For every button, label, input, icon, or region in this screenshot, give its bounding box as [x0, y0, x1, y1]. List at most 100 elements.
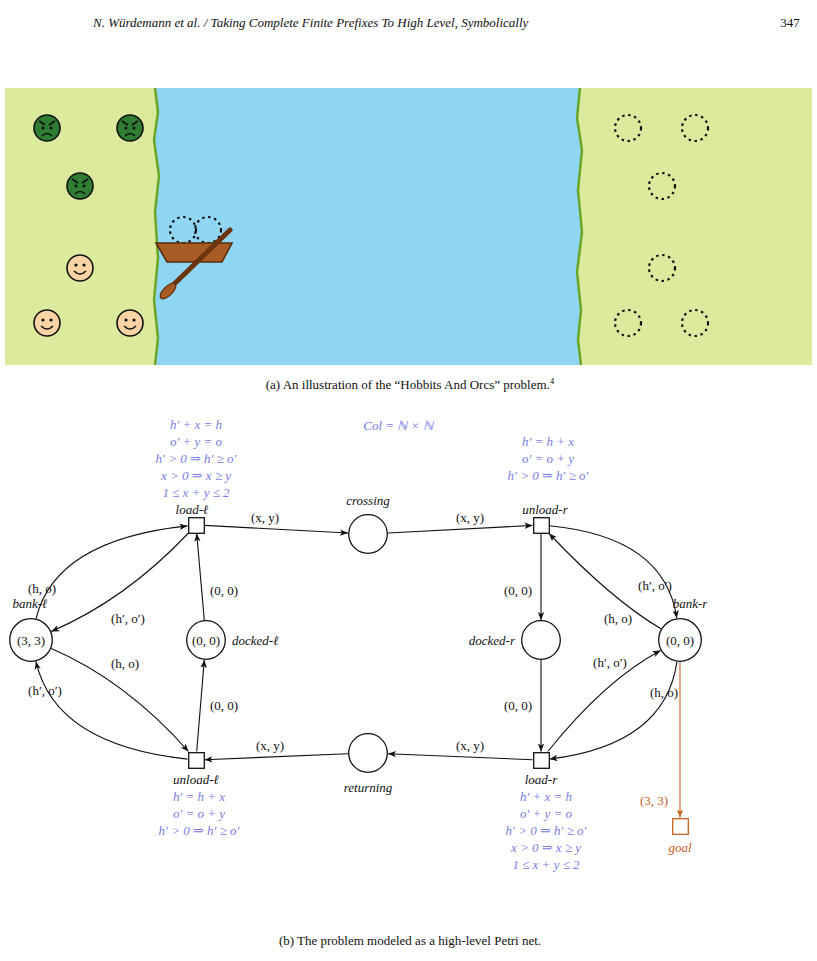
transition: goal: [672, 818, 689, 835]
transition: load-rh′ + x = ho′ + y = oh′ > 0 ⇒ h′ ≥ …: [533, 752, 550, 769]
node-name: docked-r: [469, 634, 515, 647]
hobbit: [117, 310, 143, 336]
arc-inscription: (3, 3): [640, 794, 668, 807]
color-domain: Col = ℕ × ℕ: [363, 419, 432, 432]
place: bank-ℓ(3, 3): [9, 618, 53, 662]
footnote-mark: 4: [550, 376, 555, 386]
left-shore: [154, 88, 159, 365]
guard: o′ = o + y: [173, 807, 225, 820]
place-outline: [187, 621, 226, 660]
place: docked-r: [521, 620, 561, 660]
arc: [550, 662, 677, 759]
place-outline: [10, 619, 53, 662]
arc-inscription: (0, 0): [210, 584, 238, 597]
place: (0, 0)docked-ℓ: [186, 620, 226, 660]
node-name: returning: [344, 781, 393, 794]
right-bank: [577, 88, 812, 365]
guard: x > 0 ⇒ x ≥ y: [161, 469, 231, 482]
arc-inscription: (h, o): [650, 686, 678, 699]
transition-outline: [188, 517, 204, 533]
arc-inscription: (h, o): [111, 657, 139, 670]
guard: o′ + y = o: [520, 807, 572, 820]
left-bank: [5, 88, 159, 365]
marking: (3, 3): [17, 634, 45, 647]
transition-outline: [672, 818, 688, 834]
arc: [548, 650, 661, 751]
boat-seat: [170, 217, 196, 243]
arc: [540, 534, 541, 621]
place-outline: [349, 515, 388, 554]
hobbit: [67, 255, 93, 281]
hobbit: [34, 310, 60, 336]
arc: [51, 649, 188, 752]
arc: [679, 662, 680, 818]
orc: [34, 115, 60, 141]
transition: unload-ℓh′ = h + xo′ = o + yh′ > 0 ⇒ h′ …: [188, 752, 205, 769]
place-outline: [522, 621, 561, 660]
transition-box: [188, 517, 205, 534]
empty-slot: [615, 310, 641, 336]
orc: [117, 115, 143, 141]
node-name: unload-ℓ: [173, 773, 219, 786]
node-name: docked-ℓ: [232, 634, 279, 647]
guard: h′ > 0 ⇒ h′ ≥ o′: [156, 452, 237, 465]
arc-inscription: (h, o): [604, 612, 632, 625]
page-number: 347: [780, 16, 800, 29]
caption: (a) An illustration of the “Hobbits And …: [266, 377, 550, 392]
place-outline: [659, 619, 702, 662]
arc-inscription: (h′, o′): [593, 656, 627, 669]
place-outline: [349, 734, 388, 773]
arc: [388, 525, 533, 533]
arc-inscription: (x, y): [251, 511, 279, 524]
right-shore: [577, 88, 582, 365]
guard: h′ > 0 ⇒ h′ ≥ o′: [506, 824, 587, 837]
guard: h′ > 0 ⇒ h′ ≥ o′: [508, 469, 589, 482]
transition-outline: [188, 752, 204, 768]
node-name: load-r: [525, 773, 558, 786]
caption-line: (a) An illustration of the “Hobbits And …: [266, 377, 555, 391]
transition-box: [188, 752, 205, 769]
arc-inscription: (0, 0): [210, 699, 238, 712]
node-name: bank-ℓ: [12, 597, 47, 610]
place: returning: [348, 733, 388, 773]
guard: 1 ≤ x + y ≤ 2: [162, 486, 229, 499]
guard: h′ = h + x: [173, 790, 225, 803]
arc: [36, 661, 188, 759]
arc: [388, 754, 533, 760]
guard: h′ + x = h: [170, 418, 222, 431]
arc-inscription: (0, 0): [504, 584, 532, 597]
running-header: N. Würdemann et al. / Taking Complete Fi…: [93, 16, 528, 29]
river: [150, 88, 585, 365]
empty-slot: [649, 173, 675, 199]
arc-inscription: (h′, o′): [111, 612, 145, 625]
guard: o′ + y = o: [170, 435, 222, 448]
node-name: load-ℓ: [176, 503, 209, 516]
place-circle: [348, 514, 388, 554]
marking: (0, 0): [192, 634, 220, 647]
transition: h′ = h + xo′ = o + yh′ > 0 ⇒ h′ ≥ o′unlo…: [533, 517, 550, 534]
node-name: bank-r: [673, 597, 708, 610]
boat: [156, 243, 232, 262]
oar-blade: [158, 281, 179, 302]
arc: [51, 534, 188, 632]
arc-inscription: (x, y): [256, 739, 284, 752]
empty-slot: [682, 115, 708, 141]
node-name: unload-r: [522, 503, 568, 516]
place: (0, 0)bank-r: [658, 618, 702, 662]
arc-inscription: (h′, o′): [638, 579, 672, 592]
arc-inscription: (x, y): [456, 739, 484, 752]
place-circle: [521, 620, 561, 660]
arc: [540, 660, 541, 752]
arc-inscription: (x, y): [456, 511, 484, 524]
caption: (b) The problem modeled as a high-level …: [279, 934, 541, 947]
guard: h′ + x = h: [520, 790, 572, 803]
place: crossing: [348, 514, 388, 554]
empty-slot: [615, 115, 641, 141]
transition-box: [533, 517, 550, 534]
node-name: goal: [668, 841, 691, 854]
arc-inscription: (h′, o′): [28, 684, 62, 697]
arc-inscription: (h, o): [28, 582, 56, 595]
